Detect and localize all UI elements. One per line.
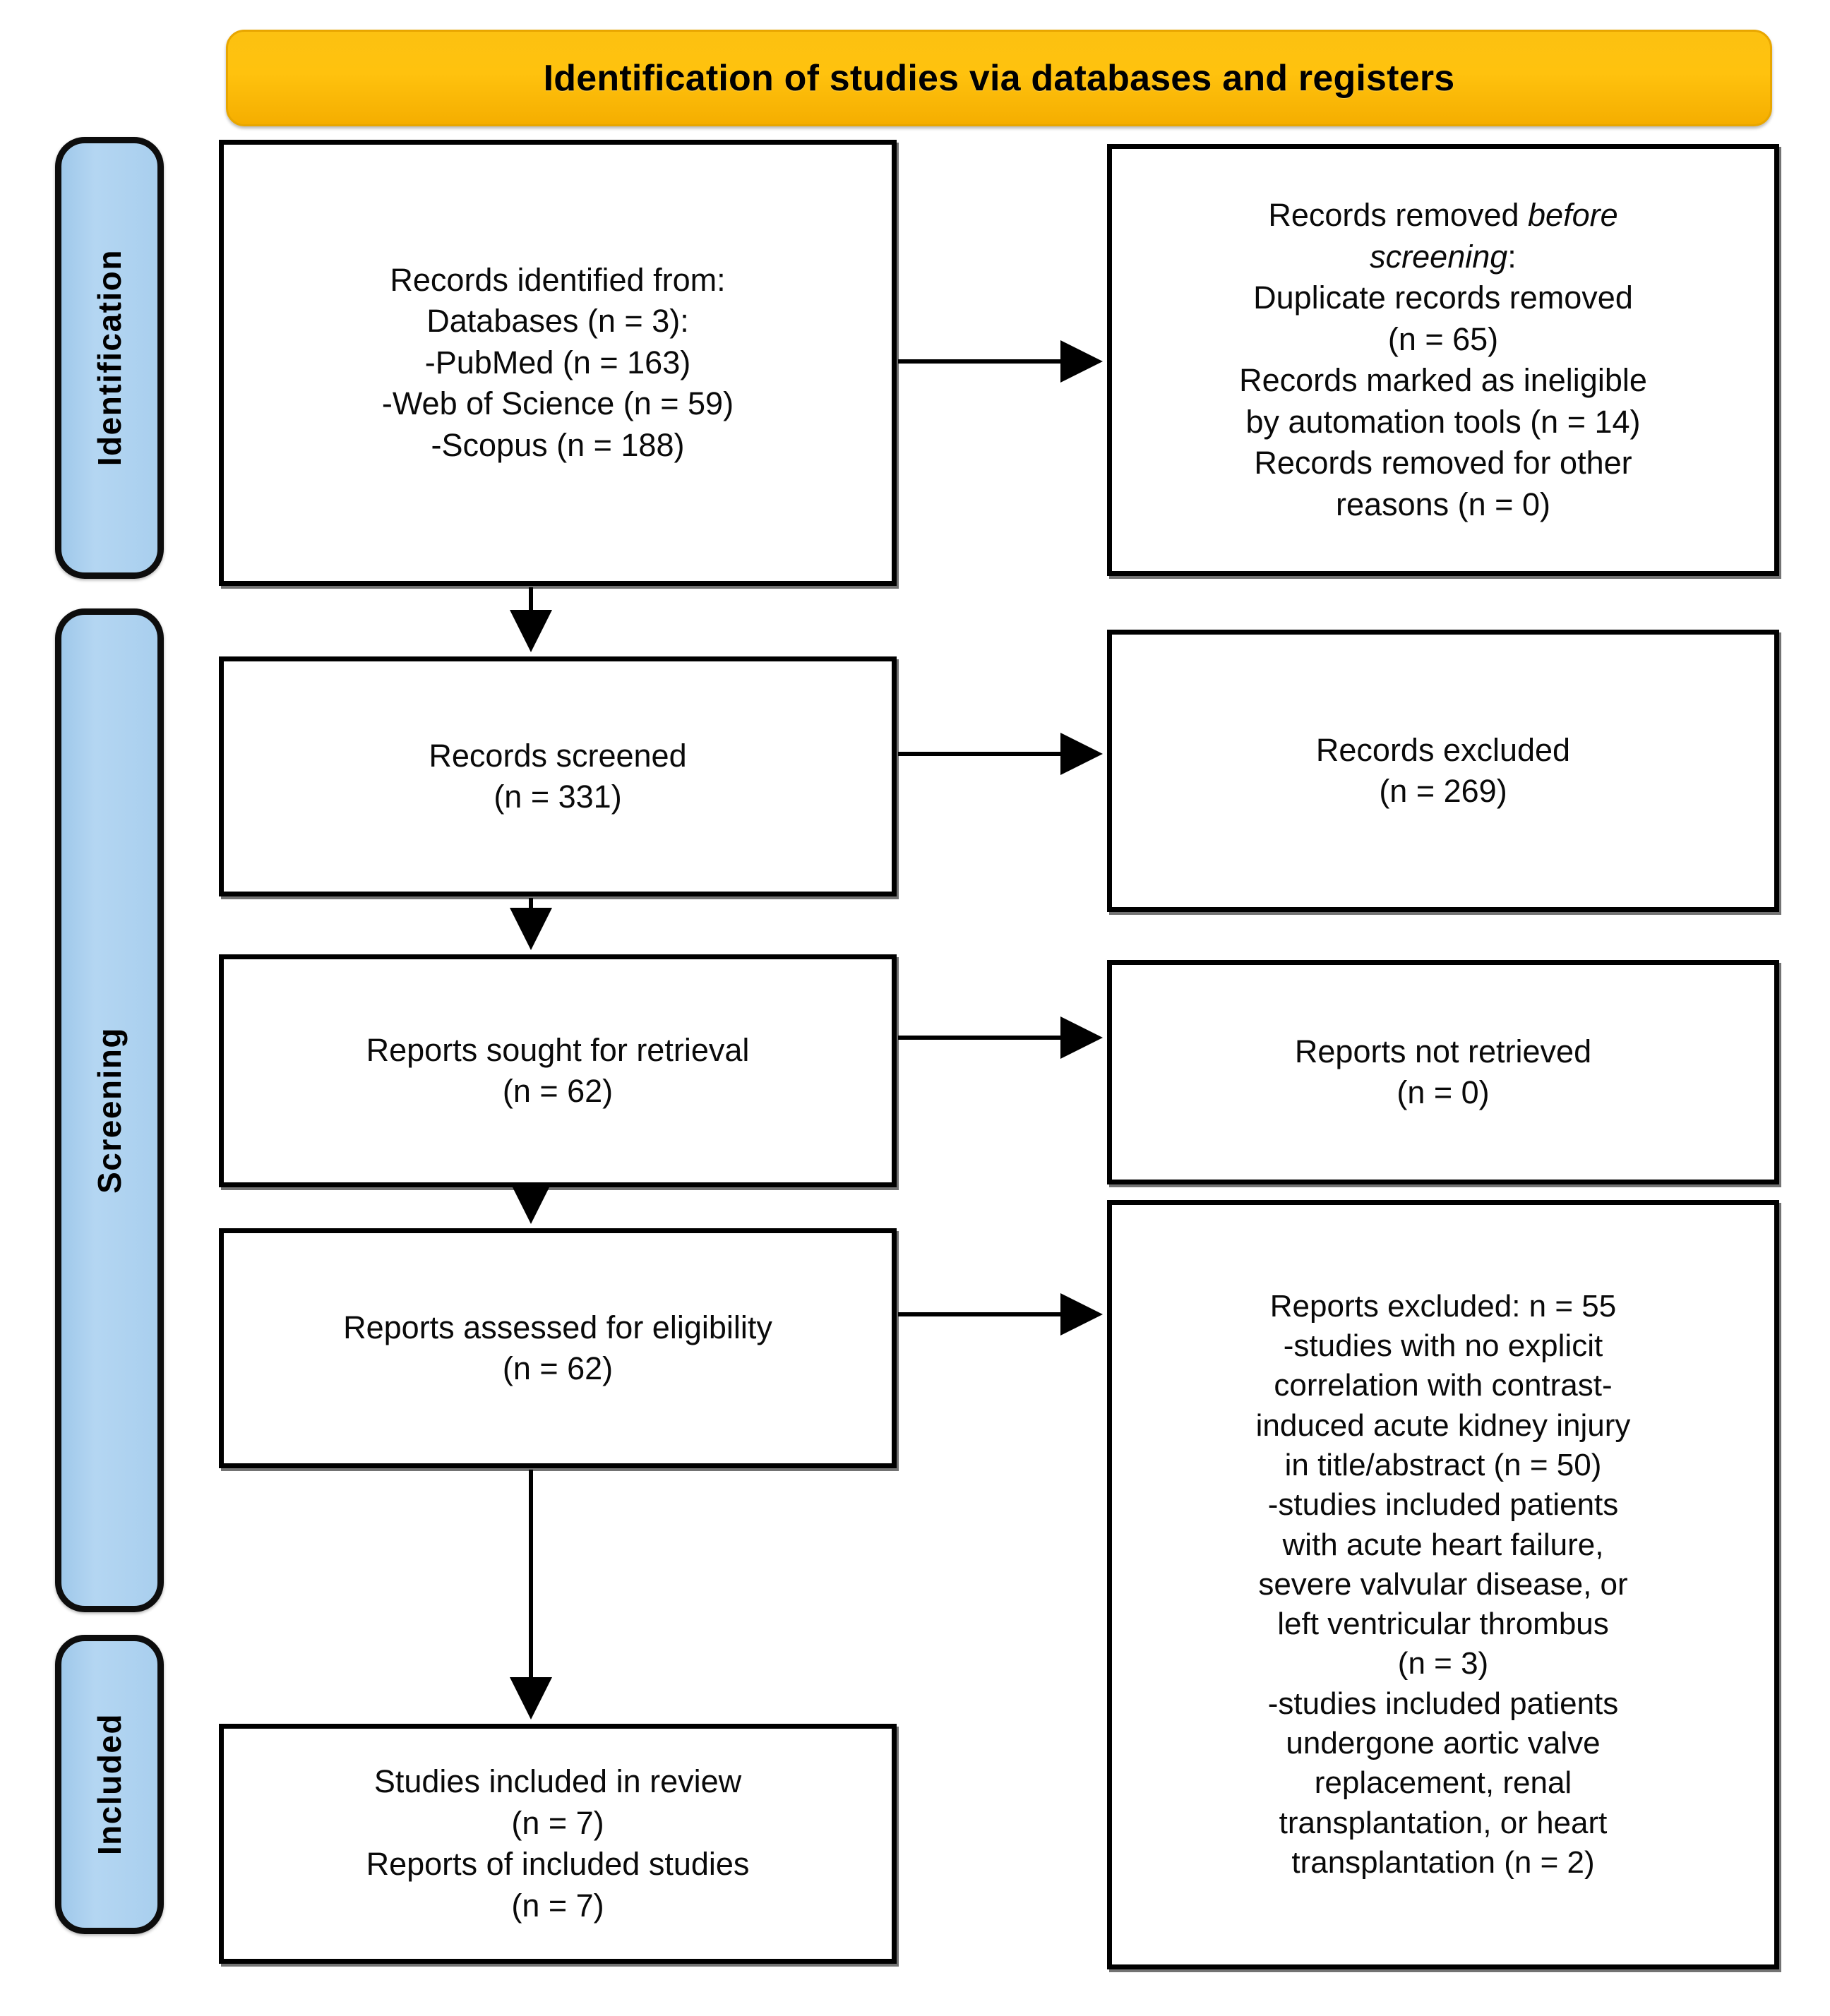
box-reports-sought-text: Reports sought for retrieval (n = 62) <box>366 1031 750 1110</box>
box-records-excluded: Records excluded (n = 269) <box>1107 630 1779 912</box>
box-records-removed-before-screening: Records removed before screening: Duplic… <box>1107 144 1779 576</box>
box-records-screened-text: Records screened (n = 331) <box>429 737 687 815</box>
box-records-identified: Records identified from: Databases (n = … <box>219 140 897 586</box>
box-reports-excluded-text: Reports excluded: n = 55 -studies with n… <box>1255 1288 1631 1880</box>
stage-tab-included-label: Included <box>91 1713 128 1856</box>
removed-rest: Duplicate records removed (n = 65) Recor… <box>1239 280 1647 522</box>
removed-line2-italic: screening <box>1370 238 1508 275</box>
box-reports-assessed-text: Reports assessed for eligibility (n = 62… <box>343 1309 772 1387</box>
box-reports-not-retrieved-text: Reports not retrieved (n = 0) <box>1294 1033 1592 1111</box>
box-records-excluded-text: Records excluded (n = 269) <box>1315 731 1571 810</box>
box-records-identified-text: Records identified from: Databases (n = … <box>381 261 734 463</box>
stage-tab-identification-label: Identification <box>91 249 128 467</box>
diagram-title: Identification of studies via databases … <box>543 57 1455 99</box>
removed-line1-plain: Records removed <box>1268 197 1529 233</box>
removed-line1-italic: before <box>1528 197 1618 233</box>
box-reports-sought-for-retrieval: Reports sought for retrieval (n = 62) <box>219 954 897 1187</box>
diagram-header-banner: Identification of studies via databases … <box>226 30 1772 126</box>
box-reports-excluded-reasons: Reports excluded: n = 55 -studies with n… <box>1107 1200 1779 1969</box>
box-reports-not-retrieved: Reports not retrieved (n = 0) <box>1107 960 1779 1184</box>
stage-tab-identification: Identification <box>55 137 164 579</box>
stage-tab-screening-label: Screening <box>91 1027 128 1194</box>
box-records-screened: Records screened (n = 331) <box>219 656 897 896</box>
box-records-removed-text: Records removed before screening: Duplic… <box>1128 195 1759 525</box>
removed-line2-plain: : <box>1507 238 1517 275</box>
box-reports-assessed-for-eligibility: Reports assessed for eligibility (n = 62… <box>219 1228 897 1468</box>
stage-tab-included: Included <box>55 1635 164 1934</box>
box-studies-included-in-review: Studies included in review (n = 7) Repor… <box>219 1724 897 1964</box>
box-studies-included-text: Studies included in review (n = 7) Repor… <box>366 1763 750 1924</box>
stage-tab-screening: Screening <box>55 608 164 1612</box>
